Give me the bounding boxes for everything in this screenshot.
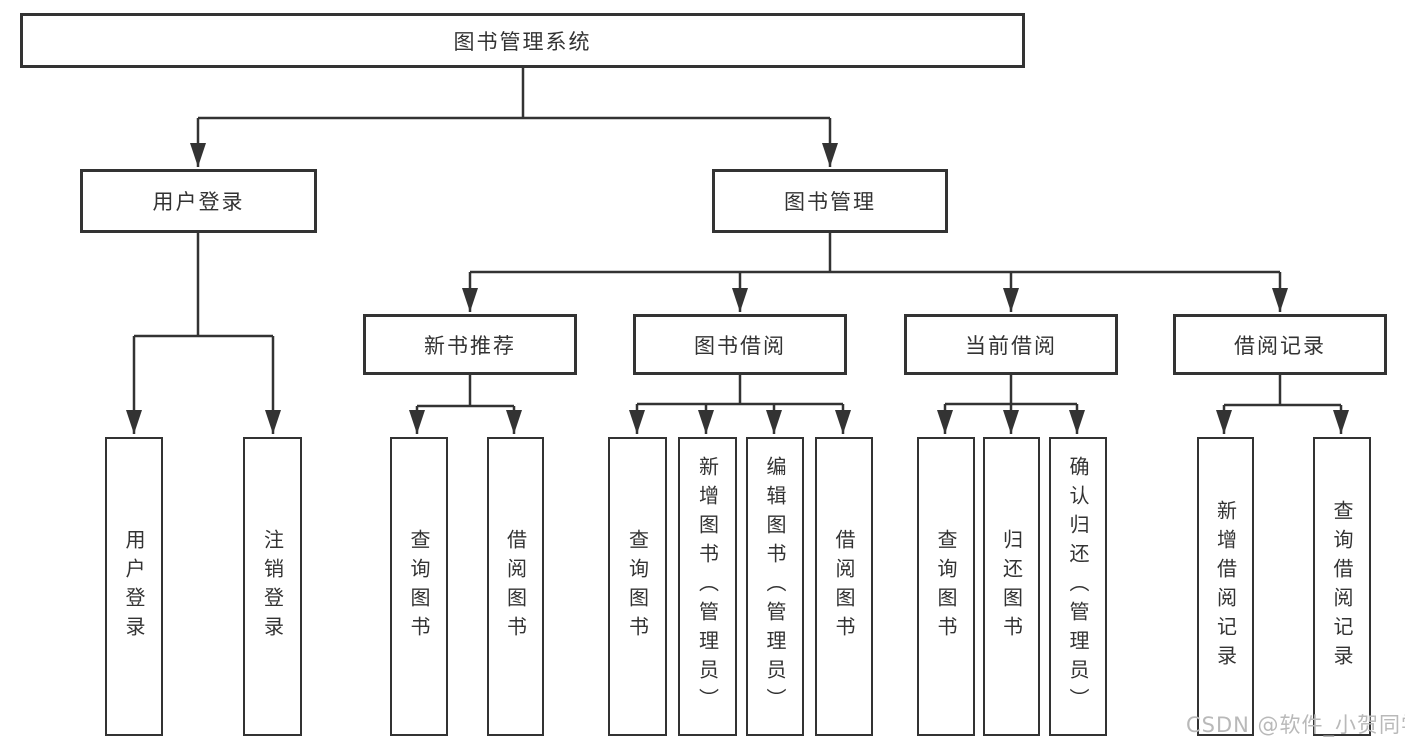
leaf-current-return-books: 归还图书 [983, 437, 1040, 736]
leaf-records-query-record: 查询借阅记录 [1313, 437, 1371, 736]
leaf-user-login-label: 用户登录 [122, 528, 146, 645]
node-user-login-label: 用户登录 [152, 190, 245, 214]
node-book-management-label: 图书管理 [784, 190, 876, 214]
leaf-logout-label: 注销登录 [260, 528, 285, 645]
leaf-newbook-borrow-books: 借阅图书 [487, 437, 544, 736]
node-book-management: 图书管理 [712, 169, 948, 233]
tree-branch-lines [134, 68, 1341, 408]
node-new-book-recommendation-label: 新书推荐 [424, 333, 516, 358]
node-borrowing-records: 借阅记录 [1173, 314, 1387, 375]
node-user-login: 用户登录 [80, 169, 317, 233]
csdn-watermark: CSDN @软件_小贺同学 [1186, 713, 1405, 737]
leaf-user-login: 用户登录 [105, 437, 163, 736]
node-current-borrowing-label: 当前借阅 [965, 333, 1057, 358]
leaf-records-query-record-label: 查询借阅记录 [1330, 499, 1354, 674]
leaf-borrowing-query-books: 查询图书 [608, 437, 667, 736]
node-root-system-label: 图书管理系统 [453, 29, 592, 54]
leaf-records-add-record-label: 新增借阅记录 [1213, 499, 1238, 674]
leaf-borrowing-add-books-admin: 新增图书（管理员） [678, 437, 737, 736]
leaf-current-query-books: 查询图书 [917, 437, 975, 736]
node-book-borrowing: 图书借阅 [633, 314, 847, 375]
node-new-book-recommendation: 新书推荐 [363, 314, 577, 375]
leaf-borrowing-edit-books-admin-label: 编辑图书（管理员） [763, 456, 787, 717]
leaf-current-return-books-label: 归还图书 [999, 528, 1024, 645]
node-borrowing-records-label: 借阅记录 [1234, 333, 1326, 358]
node-current-borrowing: 当前借阅 [904, 314, 1118, 375]
node-book-borrowing-label: 图书借阅 [694, 333, 786, 358]
leaf-current-query-books-label: 查询图书 [934, 528, 958, 645]
leaf-borrowing-query-books-label: 查询图书 [625, 528, 650, 645]
leaf-borrowing-edit-books-admin: 编辑图书（管理员） [746, 437, 804, 736]
leaf-logout: 注销登录 [243, 437, 302, 736]
leaf-newbook-borrow-books-label: 借阅图书 [503, 528, 528, 645]
leaf-records-add-record: 新增借阅记录 [1197, 437, 1254, 736]
leaf-newbook-query-books-label: 查询图书 [407, 528, 431, 645]
leaf-current-confirm-return-admin-label: 确认归还（管理员） [1066, 456, 1090, 717]
node-root-system: 图书管理系统 [20, 13, 1025, 68]
leaf-borrowing-borrow-books: 借阅图书 [815, 437, 873, 736]
leaf-current-confirm-return-admin: 确认归还（管理员） [1049, 437, 1107, 736]
leaf-borrowing-add-books-admin-label: 新增图书（管理员） [695, 456, 720, 717]
leaf-newbook-query-books: 查询图书 [390, 437, 448, 736]
leaf-borrowing-borrow-books-label: 借阅图书 [832, 528, 856, 645]
